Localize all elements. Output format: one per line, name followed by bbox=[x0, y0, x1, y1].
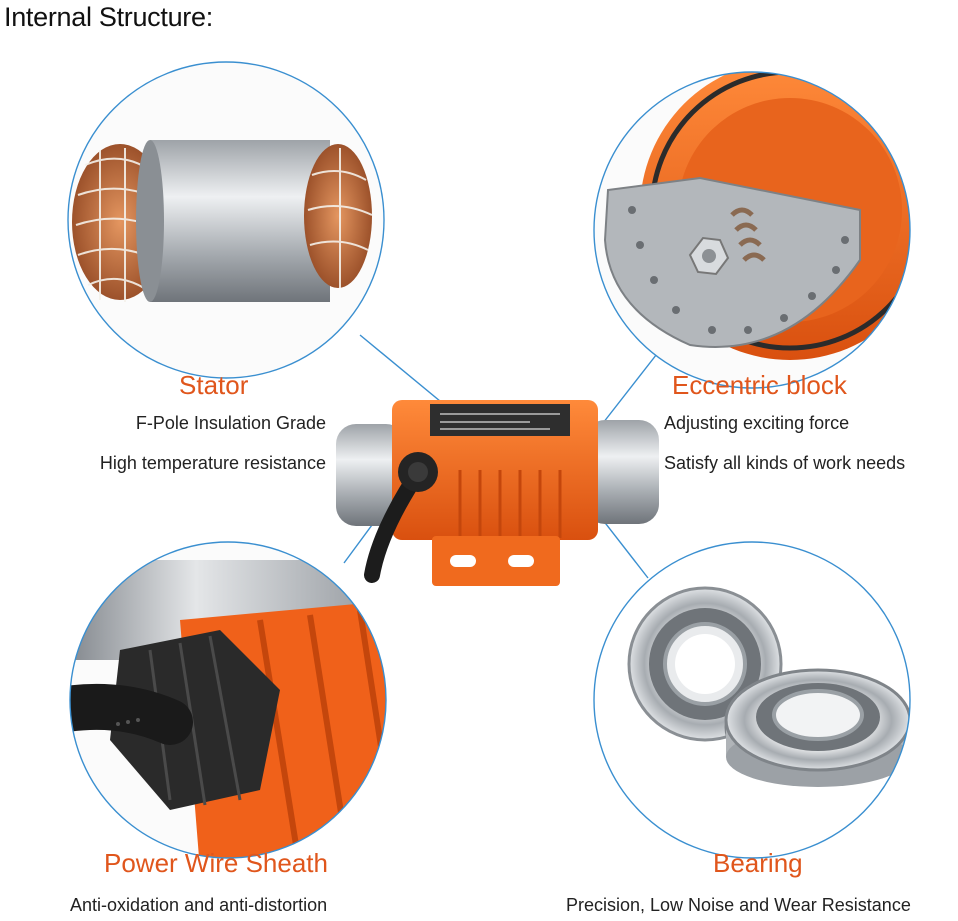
stator-desc-2: High temperature resistance bbox=[99, 453, 326, 473]
stator-image bbox=[68, 62, 384, 378]
sheath-circle bbox=[69, 541, 387, 859]
eccentric-block-image bbox=[594, 72, 910, 388]
power-wire-sheath-image bbox=[70, 542, 386, 858]
stator-desc-1: F-Pole Insulation Grade bbox=[135, 413, 326, 433]
stator-circle bbox=[67, 61, 385, 379]
bearing-circle bbox=[593, 541, 911, 859]
bearing-title: Bearing bbox=[713, 848, 803, 878]
eccentric-block-desc-2: Satisfy all kinds of work needs bbox=[664, 453, 906, 473]
eccentric-block-title: Eccentric block bbox=[672, 370, 847, 400]
eccentric-circle bbox=[593, 71, 911, 389]
stator-title: Stator bbox=[179, 370, 249, 400]
power-wire-sheath-desc: Anti-oxidation and anti-distortion bbox=[70, 895, 328, 915]
power-wire-sheath-title: Power Wire Sheath bbox=[104, 848, 328, 878]
bearing-image bbox=[594, 542, 910, 858]
bearing-desc: Precision, Low Noise and Wear Resistance bbox=[566, 895, 911, 915]
page-title: Internal Structure: bbox=[4, 2, 213, 32]
vibration-motor bbox=[336, 400, 659, 586]
eccentric-block-desc-1: Adjusting exciting force bbox=[664, 413, 850, 433]
